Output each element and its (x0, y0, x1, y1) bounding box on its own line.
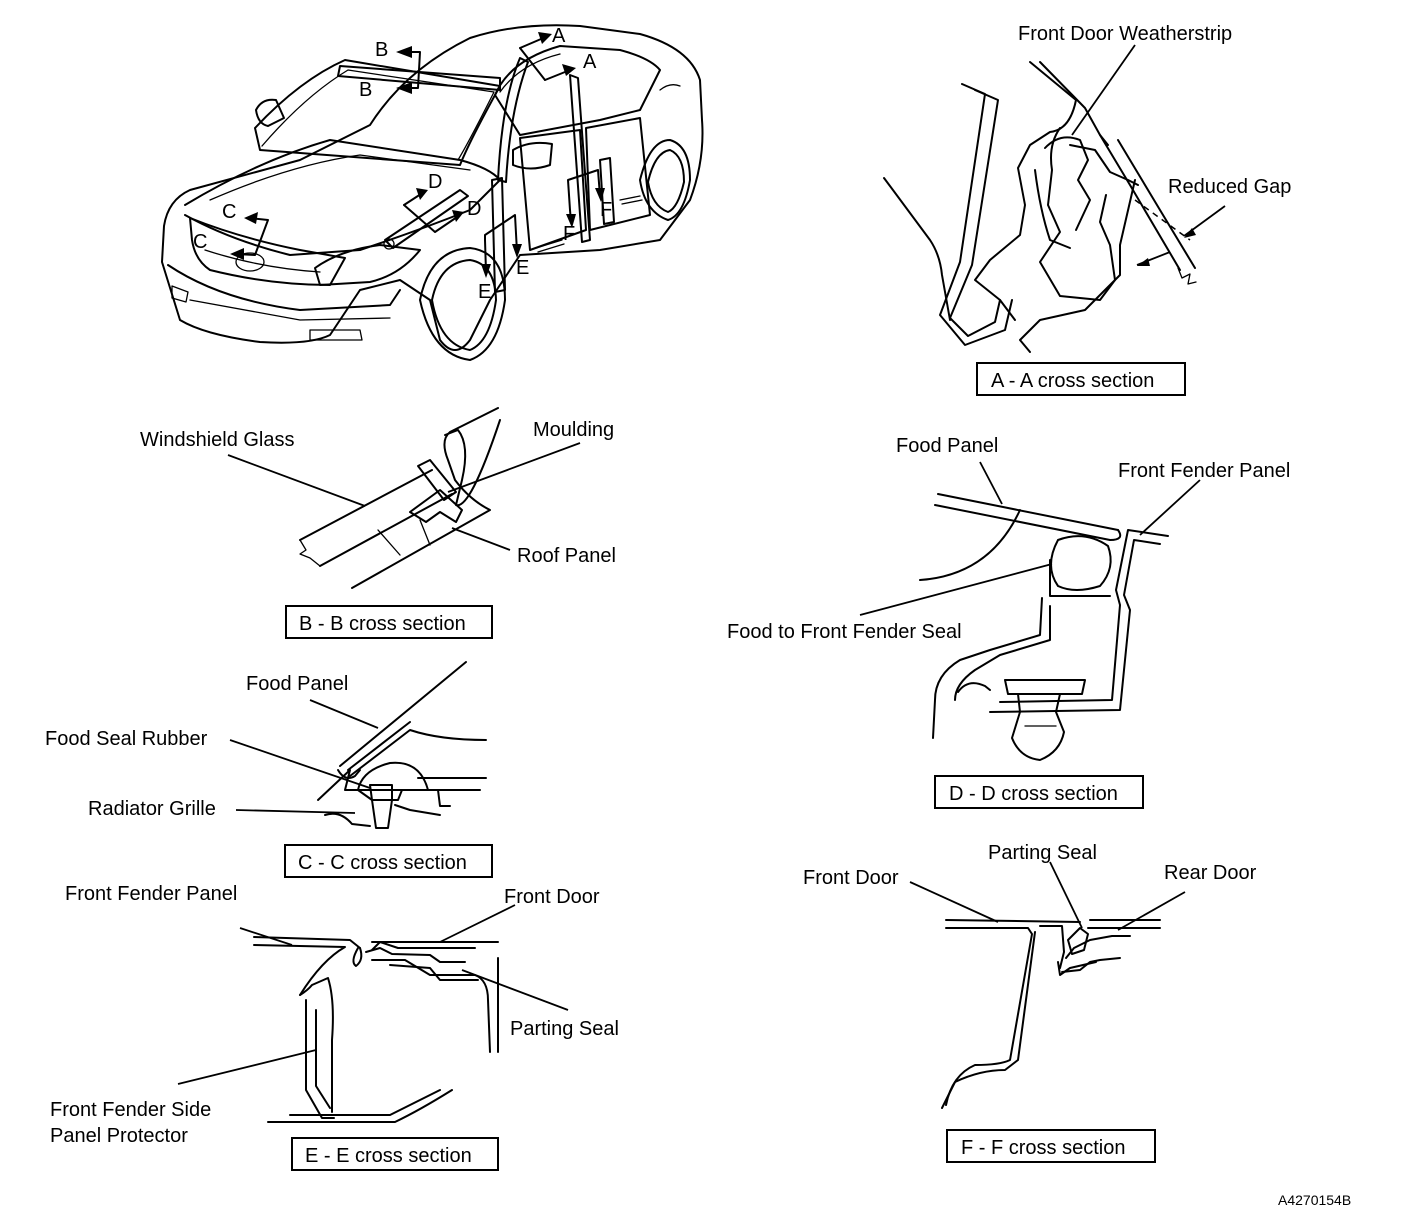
mark-f-1: F (600, 199, 612, 221)
label-food-panel-d: Food Panel (896, 435, 998, 457)
section-bb: Windshield Glass Moulding Roof Panel B -… (140, 407, 616, 639)
mark-a-1: A (552, 25, 566, 47)
label-roof: Roof Panel (517, 545, 616, 567)
caption-ee: E - E cross section (305, 1145, 472, 1167)
section-ff: Front Door Parting Seal Rear Door F - F … (803, 842, 1257, 1163)
label-grille: Radiator Grille (88, 798, 216, 820)
label-protector-line2: Panel Protector (50, 1125, 188, 1147)
caption-dd: D - D cross section (949, 783, 1118, 805)
section-dd: Food Panel Front Fender Panel Food to Fr… (727, 435, 1290, 809)
mark-b-2: B (359, 79, 372, 101)
label-reduced-gap: Reduced Gap (1168, 176, 1291, 198)
caption-cc: C - C cross section (298, 852, 467, 874)
caption-ff: F - F cross section (961, 1137, 1125, 1159)
label-weatherstrip: Front Door Weatherstrip (1018, 23, 1232, 45)
mark-d-1: D (428, 171, 442, 193)
mark-f-2: F (563, 223, 575, 245)
label-fender-panel-e: Front Fender Panel (65, 883, 237, 905)
mark-c-2: C (193, 231, 207, 253)
label-moulding: Moulding (533, 419, 614, 441)
label-food-panel-c: Food Panel (246, 673, 348, 695)
label-seal-rubber: Food Seal Rubber (45, 728, 208, 750)
section-cc: Food Panel Food Seal Rubber Radiator Gri… (45, 661, 493, 878)
label-front-door-f: Front Door (803, 867, 899, 889)
mark-e-1: E (516, 257, 529, 279)
caption-bb: B - B cross section (299, 613, 466, 635)
mark-a-2: A (583, 51, 597, 73)
car-illustration (161, 24, 704, 361)
label-parting-seal-f: Parting Seal (988, 842, 1097, 864)
section-mark-labels: A A B B C C D D E E F F (193, 25, 612, 303)
label-rear-door-f: Rear Door (1164, 862, 1257, 884)
section-arrows (230, 32, 605, 278)
label-protector-line1: Front Fender Side (50, 1099, 211, 1121)
label-windshield: Windshield Glass (140, 429, 295, 451)
mark-c-1: C (222, 201, 236, 223)
label-fender-seal: Food to Front Fender Seal (727, 621, 962, 643)
section-aa: Front Door Weatherstrip Reduced Gap A - … (883, 23, 1291, 396)
mark-e-2: E (478, 281, 491, 303)
caption-aa: A - A cross section (991, 370, 1154, 392)
mark-b-1: B (375, 39, 388, 61)
figure-code: A4270154B (1278, 1192, 1351, 1208)
label-fender-panel-d: Front Fender Panel (1118, 460, 1290, 482)
label-parting-seal-e: Parting Seal (510, 1018, 619, 1040)
section-ee: Front Fender Panel Front Door Parting Se… (50, 883, 619, 1171)
label-front-door-e: Front Door (504, 886, 600, 908)
mark-d-2: D (467, 198, 481, 220)
